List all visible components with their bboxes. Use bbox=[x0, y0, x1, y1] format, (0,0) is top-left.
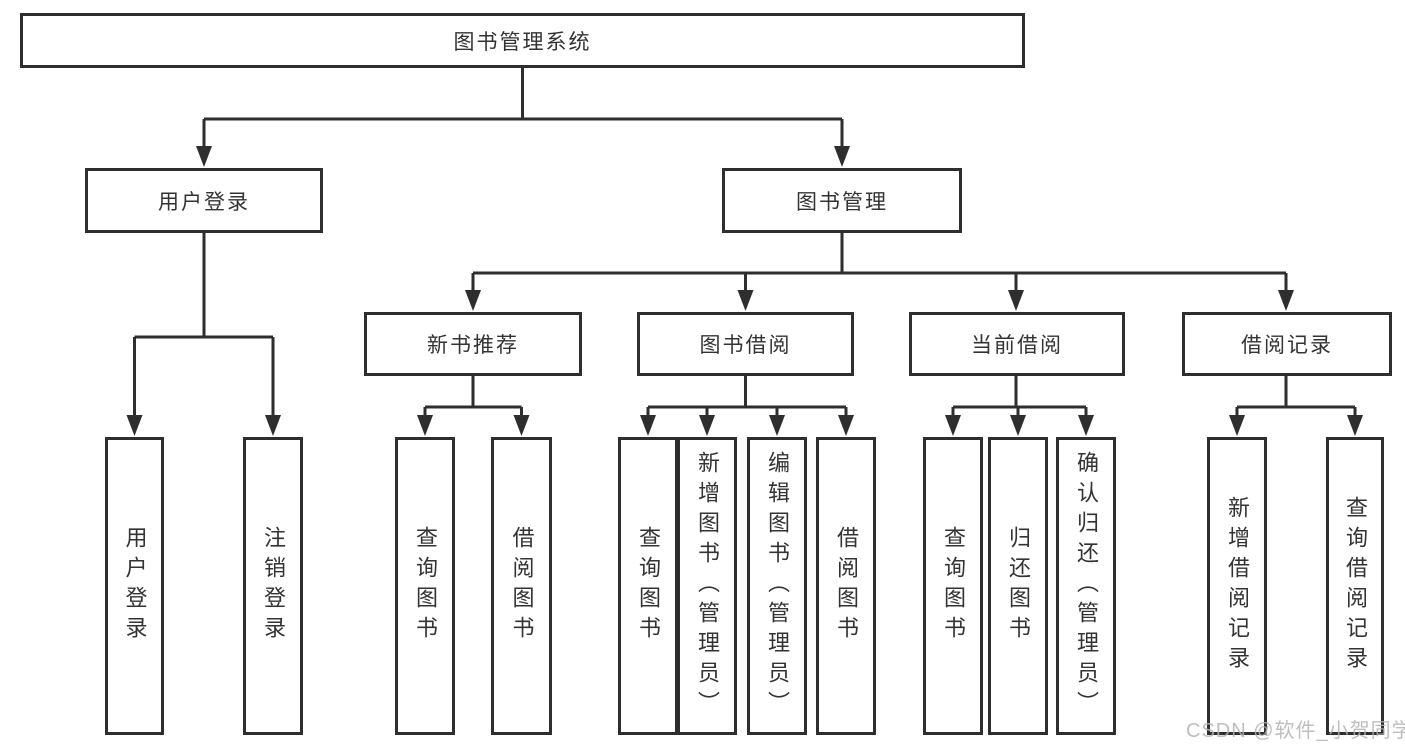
node-logout: 注销登录 bbox=[243, 437, 303, 735]
node-library-management-system: 图书管理系统 bbox=[20, 13, 1025, 68]
node-book-borrowing: 图书借阅 bbox=[637, 312, 854, 376]
node-add-borrow-record: 新增借阅记录 bbox=[1207, 437, 1267, 735]
node-borrowing-records: 借阅记录 bbox=[1182, 312, 1392, 376]
node-current-borrowing: 当前借阅 bbox=[909, 312, 1125, 376]
arrow-down-icon bbox=[945, 415, 961, 436]
node-borrow-books-1: 借阅图书 bbox=[491, 437, 552, 735]
node-user-login-leaf: 用户登录 bbox=[105, 437, 164, 735]
arrow-down-icon bbox=[126, 415, 143, 436]
node-query-borrow-record: 查询借阅记录 bbox=[1326, 437, 1384, 735]
arrow-down-icon bbox=[1347, 415, 1363, 436]
node-borrow-books-2: 借阅图书 bbox=[816, 437, 876, 735]
node-query-books-3: 查询图书 bbox=[923, 437, 983, 735]
node-query-books-2: 查询图书 bbox=[618, 437, 678, 735]
arrow-down-icon bbox=[513, 415, 530, 436]
arrow-down-icon bbox=[1278, 290, 1294, 311]
arrow-down-icon bbox=[640, 415, 656, 436]
arrow-down-icon bbox=[1010, 415, 1026, 436]
node-new-book-recommend: 新书推荐 bbox=[364, 312, 582, 376]
node-return-books: 归还图书 bbox=[988, 437, 1048, 735]
arrow-down-icon bbox=[769, 415, 785, 436]
arrow-down-icon bbox=[1078, 415, 1094, 436]
arrow-down-icon bbox=[465, 290, 481, 311]
node-edit-books-admin: 编辑图书（管理员） bbox=[747, 437, 807, 735]
arrow-down-icon bbox=[196, 146, 212, 167]
arrow-down-icon bbox=[265, 415, 281, 436]
arrow-down-icon bbox=[737, 290, 754, 311]
arrow-down-icon bbox=[1008, 290, 1024, 311]
arrow-down-icon bbox=[699, 415, 715, 436]
node-query-books-1: 查询图书 bbox=[395, 437, 455, 735]
arrow-down-icon bbox=[1229, 415, 1245, 436]
node-add-books-admin: 新增图书（管理员） bbox=[677, 437, 737, 735]
arrow-down-icon bbox=[838, 415, 854, 436]
node-confirm-return-admin: 确认归还（管理员） bbox=[1056, 437, 1116, 735]
node-user-login: 用户登录 bbox=[85, 168, 323, 233]
arrow-down-icon bbox=[417, 415, 433, 436]
watermark-text: CSDN @软件_小贺同学 bbox=[1186, 720, 1405, 742]
arrow-down-icon bbox=[834, 146, 850, 167]
node-book-management: 图书管理 bbox=[722, 168, 962, 233]
